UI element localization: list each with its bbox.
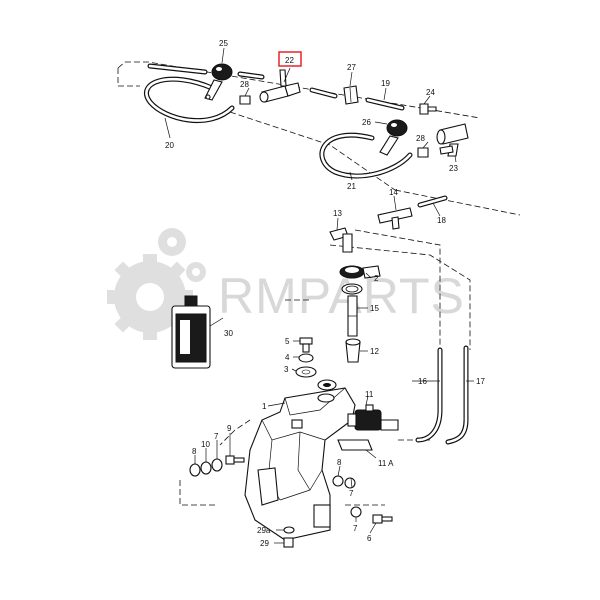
- callout-14: 14: [389, 188, 398, 197]
- callout-28-left: 28: [240, 80, 249, 89]
- callout-8-right: 8: [337, 458, 342, 467]
- callout-24: 24: [426, 88, 435, 97]
- nut-8-right: [332, 475, 344, 487]
- grommet-cap: [317, 379, 337, 391]
- callout-8-left: 8: [192, 447, 197, 456]
- bracket-11a: [337, 439, 373, 451]
- callout-15: 15: [370, 304, 379, 313]
- gear-logo-icon: [107, 228, 206, 340]
- callout-29: 29: [260, 539, 269, 548]
- callout-17: 17: [476, 377, 485, 386]
- clip-28-left: [239, 95, 251, 105]
- callout-30: 30: [224, 329, 233, 338]
- callout-12: 12: [370, 347, 379, 356]
- callout-7-bottom: 7: [353, 524, 358, 533]
- callout-10: 10: [201, 440, 210, 449]
- bolt-9-left: [225, 455, 245, 465]
- callout-11a: 11 A: [378, 459, 394, 468]
- nozzle-25: [204, 63, 233, 101]
- hose-top-left: [147, 63, 265, 80]
- grommet-2: [339, 265, 381, 279]
- watermark-text: RMPARTS: [218, 268, 465, 324]
- callout-29a: 29a: [257, 526, 271, 535]
- tube-15: [347, 295, 358, 337]
- callout-9-left: 9: [227, 424, 232, 433]
- nut-7-left: [211, 458, 223, 472]
- washer-10: [200, 461, 212, 475]
- callout-6: 6: [367, 534, 372, 543]
- callout-23: 23: [449, 164, 458, 173]
- callout-1: 1: [262, 402, 267, 411]
- bottle-30: [171, 295, 211, 369]
- callout-25: 25: [219, 39, 228, 48]
- callout-21: 21: [347, 182, 356, 191]
- callout-7-right: 7: [349, 489, 354, 498]
- callout-4: 4: [285, 353, 290, 362]
- callout-22: 22: [285, 56, 294, 65]
- nut-4: [298, 353, 314, 363]
- highlight-box-22: [278, 51, 302, 67]
- sleeve-12: [345, 338, 361, 363]
- hose-16: [415, 347, 443, 443]
- hose-21: [319, 132, 413, 179]
- connector-23: [436, 123, 469, 157]
- callout-18: 18: [437, 216, 446, 225]
- washer-3: [295, 366, 317, 378]
- clip-28-right: [417, 147, 429, 158]
- callout-26: 26: [362, 118, 371, 127]
- callout-16: 16: [418, 377, 427, 386]
- bolt-5: [299, 337, 313, 353]
- hose-20: [144, 76, 235, 123]
- ring-2: [341, 283, 363, 295]
- hose-18: [417, 195, 448, 208]
- plug-29: [283, 537, 294, 548]
- reservoir-tank-1: [244, 387, 356, 541]
- clamp-27: [343, 85, 359, 105]
- callout-19: 19: [381, 79, 390, 88]
- nozzle-26: [379, 119, 408, 156]
- tee-14: [377, 207, 413, 230]
- callout-27: 27: [347, 63, 356, 72]
- connector-22: [259, 69, 301, 103]
- callout-3: 3: [284, 365, 289, 374]
- callout-2: 2: [374, 274, 379, 283]
- bolt-6: [372, 514, 393, 524]
- nut-8-left: [189, 463, 201, 477]
- callout-labels: 25 22 27 19 24 26 28 23 28 20 21 14 18 1…: [165, 39, 485, 548]
- hose-17: [445, 345, 469, 445]
- clip-29a: [283, 526, 295, 534]
- leader-lines: [164, 47, 474, 544]
- callout-5: 5: [285, 337, 290, 346]
- callout-28-right: 28: [416, 134, 425, 143]
- nut-7-bottom: [350, 506, 362, 518]
- hose-19: [365, 97, 405, 111]
- hose-mid: [309, 87, 338, 99]
- elbow-13: [329, 227, 353, 253]
- callout-13: 13: [333, 209, 342, 218]
- callout-20: 20: [165, 141, 174, 150]
- nut-7-right-top: [344, 477, 356, 489]
- callout-7-left: 7: [214, 432, 219, 441]
- watermark: RMPARTS: [107, 228, 465, 340]
- callout-11: 11: [365, 390, 374, 399]
- clip-24: [419, 103, 437, 115]
- pump-11: [347, 404, 399, 431]
